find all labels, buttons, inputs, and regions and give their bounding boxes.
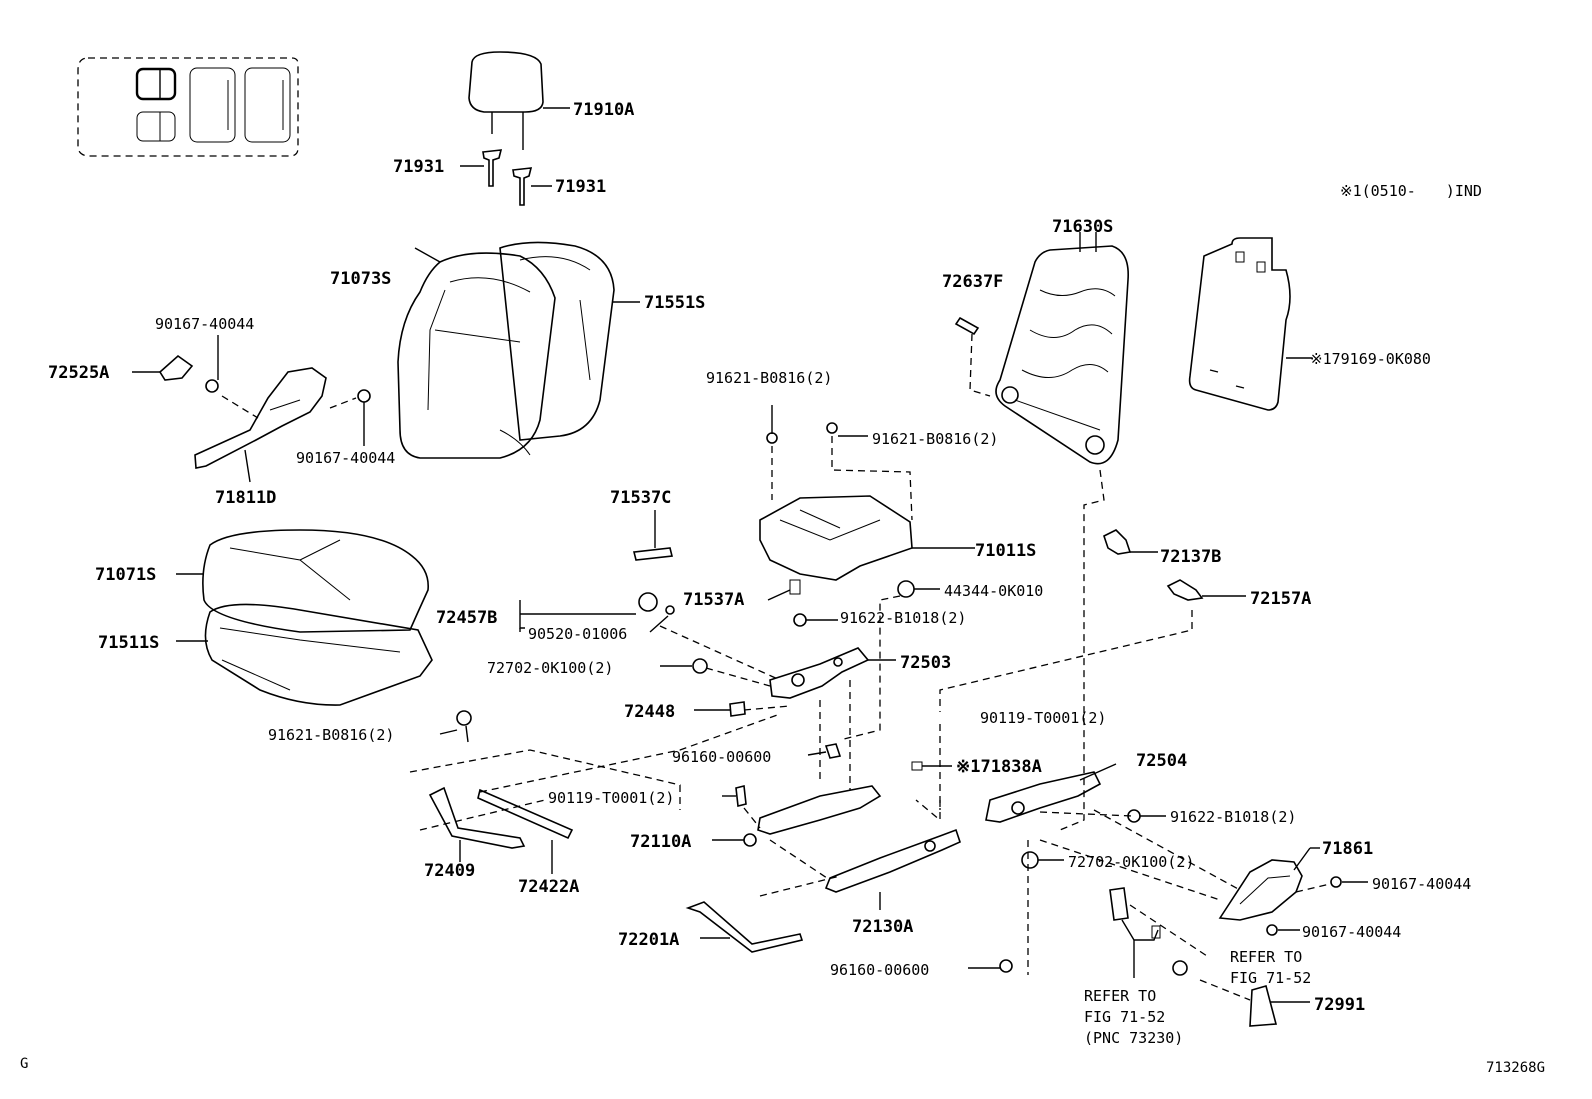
- variant-note: ※1(0510- )IND: [1340, 182, 1482, 200]
- part-72409-label: 72409: [424, 861, 475, 881]
- part-71931-label-b: 71931: [555, 177, 606, 197]
- seat-layout-icon: [77, 57, 299, 157]
- part-90167-40044-label-b: 90167-40044: [296, 449, 395, 467]
- part-72525a-label: 72525A: [48, 363, 109, 383]
- part-90119-t0001-label-a: 90119-T0001(2): [980, 709, 1106, 727]
- part-71511s-label: 71511S: [98, 633, 159, 653]
- part-90119-t0001-label-b: 90119-T0001(2): [548, 789, 674, 807]
- part-91621-b0816-label-c: 91621-B0816(2): [268, 726, 394, 744]
- refer-left-line1: REFER TO: [1084, 987, 1156, 1005]
- refer-left-line2: FIG 71-52: [1084, 1008, 1165, 1026]
- part-72201a-label: 72201A: [618, 930, 679, 950]
- refer-left-line3: (PNC 73230): [1084, 1029, 1183, 1047]
- part-72157a-label: 72157A: [1250, 589, 1311, 609]
- seat-track-drawing: [712, 785, 961, 910]
- corner-marker: G: [20, 1056, 28, 1072]
- seatback-drawing: [397, 241, 640, 459]
- part-91621-b0816-label-b: 91621-B0816(2): [872, 430, 998, 448]
- part-96160-00600-label-a: 96160-00600: [672, 748, 771, 766]
- part-44344-0k010-label: 44344-0K010: [944, 582, 1043, 600]
- part-90167-40044-label-d: 90167-40044: [1302, 923, 1401, 941]
- part-71630s-label: 71630S: [1052, 217, 1113, 237]
- part-91622-b1018-label-b: 91622-B1018(2): [1170, 808, 1296, 826]
- clips-right-drawing: [968, 529, 1246, 973]
- part-96160-00600-label-b: 96160-00600: [830, 961, 929, 979]
- part-71838a-label: ※171838A: [956, 757, 1042, 777]
- part-71811d-label: 71811D: [215, 488, 276, 508]
- cables-drawing: [428, 710, 804, 953]
- part-71551s-label: 71551S: [644, 293, 705, 313]
- part-71931-label-a: 71931: [393, 157, 444, 177]
- seatback-frame-drawing: [954, 232, 1129, 465]
- part-72504-label: 72504: [1136, 751, 1187, 771]
- part-71011s-label: 71011S: [975, 541, 1036, 561]
- part-71071s-label: 71071S: [95, 565, 156, 585]
- adjuster-bracket-right-drawing: [911, 761, 1221, 901]
- part-72457b-label: 72457B: [436, 608, 497, 628]
- side-shield-drawing: [1172, 847, 1368, 1027]
- part-72110a-label: 72110A: [630, 832, 691, 852]
- part-91622-b1018-label-a: 91622-B1018(2): [840, 609, 966, 627]
- part-71861-label: 71861: [1322, 839, 1373, 859]
- mid-small-parts-drawing: [519, 510, 940, 741]
- side-panel-drawing: [132, 335, 371, 483]
- part-72991-label: 72991: [1314, 995, 1365, 1015]
- seatbelt-buckle-drawing: [1109, 887, 1161, 978]
- refer-right-line2: FIG 71-52: [1230, 969, 1311, 987]
- part-72637f-label: 72637F: [942, 272, 1003, 292]
- part-72130a-label: 72130A: [852, 917, 913, 937]
- figure-code: 713268G: [1486, 1060, 1545, 1076]
- headrest-drawing: [460, 51, 570, 206]
- part-72702-0k100-label-b: 72702-0K100(2): [1068, 853, 1194, 871]
- back-board-drawing: [1188, 237, 1312, 411]
- assembly-leader-lines: [409, 469, 1251, 1001]
- part-90520-01006-label: 90520-01006: [528, 625, 627, 643]
- part-90167-40044-label-a: 90167-40044: [155, 315, 254, 333]
- part-91621-b0816-label-a: 91621-B0816(2): [706, 369, 832, 387]
- part-71073s-label: 71073S: [330, 269, 391, 289]
- part-71537c-label: 71537C: [610, 488, 671, 508]
- part-72702-0k100-label-a: 72702-0K100(2): [487, 659, 613, 677]
- part-72422a-label: 72422A: [518, 877, 579, 897]
- part-72503-label: 72503: [900, 653, 951, 673]
- part-90167-40044-label-c: 90167-40044: [1372, 875, 1471, 893]
- part-72137b-label: 72137B: [1160, 547, 1221, 567]
- part-71537a-label: 71537A: [683, 590, 744, 610]
- seat-cushion-drawing: [176, 529, 433, 706]
- adjuster-bracket-left-drawing: [769, 647, 896, 790]
- cushion-frame-drawing: [759, 405, 975, 581]
- part-72448-label: 72448: [624, 702, 675, 722]
- part-79169-0k080-label: ※179169-0K080: [1310, 350, 1431, 368]
- part-71910a-label: 71910A: [573, 100, 634, 120]
- refer-right-line1: REFER TO: [1230, 948, 1302, 966]
